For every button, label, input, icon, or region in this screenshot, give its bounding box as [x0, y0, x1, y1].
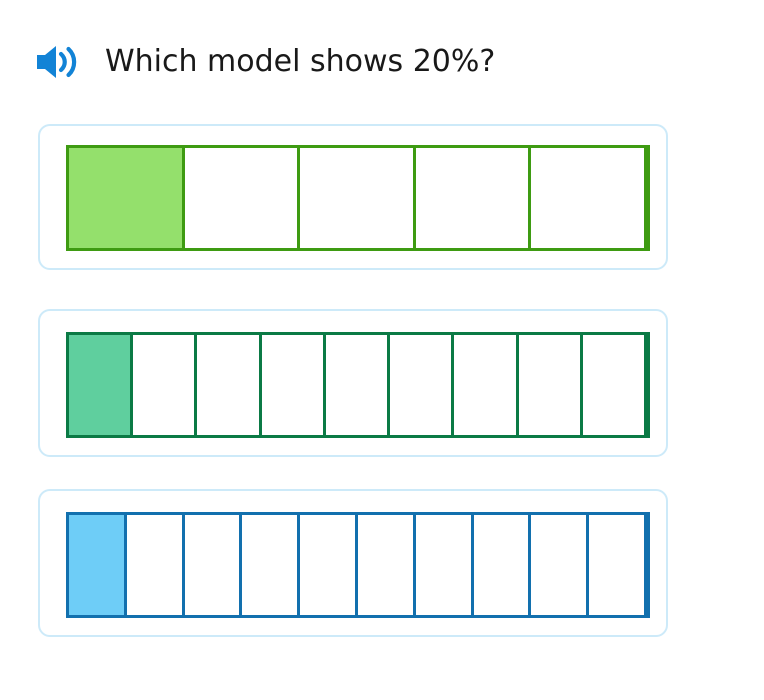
- speaker-icon[interactable]: [33, 41, 79, 83]
- fraction-bar-model-3[interactable]: [66, 512, 650, 618]
- bar-cell-empty: [197, 335, 262, 435]
- bar-cell-empty: [325, 335, 391, 435]
- bar-cell-empty: [184, 148, 301, 248]
- question-row: Which model shows 20%?: [33, 38, 495, 86]
- bar-cell-empty: [242, 515, 301, 615]
- bar-cell-empty: [390, 335, 455, 435]
- bar-cell-empty: [473, 515, 532, 615]
- bar-cell-empty: [357, 515, 416, 615]
- bar-cell-empty: [531, 515, 590, 615]
- bar-cell-empty: [454, 335, 519, 435]
- answer-option-model-1[interactable]: [38, 124, 668, 270]
- bar-cell-empty: [589, 515, 647, 615]
- fraction-bar-model-1[interactable]: [66, 145, 650, 251]
- bar-cell-empty: [126, 515, 185, 615]
- bar-cell-empty: [133, 335, 198, 435]
- question-text: Which model shows 20%?: [105, 44, 496, 79]
- answer-option-model-2[interactable]: [38, 309, 668, 457]
- bar-cell-empty: [415, 515, 474, 615]
- bar-cell-filled: [69, 148, 185, 248]
- bar-cell-empty: [415, 148, 532, 248]
- bar-cell-empty: [518, 335, 583, 435]
- bar-cell-empty: [300, 148, 416, 248]
- bar-cell-empty: [300, 515, 358, 615]
- bar-cell-empty: [531, 148, 647, 248]
- bar-cell-filled: [69, 515, 127, 615]
- bar-cell-empty: [582, 335, 647, 435]
- bar-cell-empty: [184, 515, 243, 615]
- bar-cell-filled: [69, 335, 134, 435]
- fraction-bar-model-2[interactable]: [66, 332, 650, 438]
- answer-option-model-3[interactable]: [38, 489, 668, 637]
- bar-cell-empty: [261, 335, 326, 435]
